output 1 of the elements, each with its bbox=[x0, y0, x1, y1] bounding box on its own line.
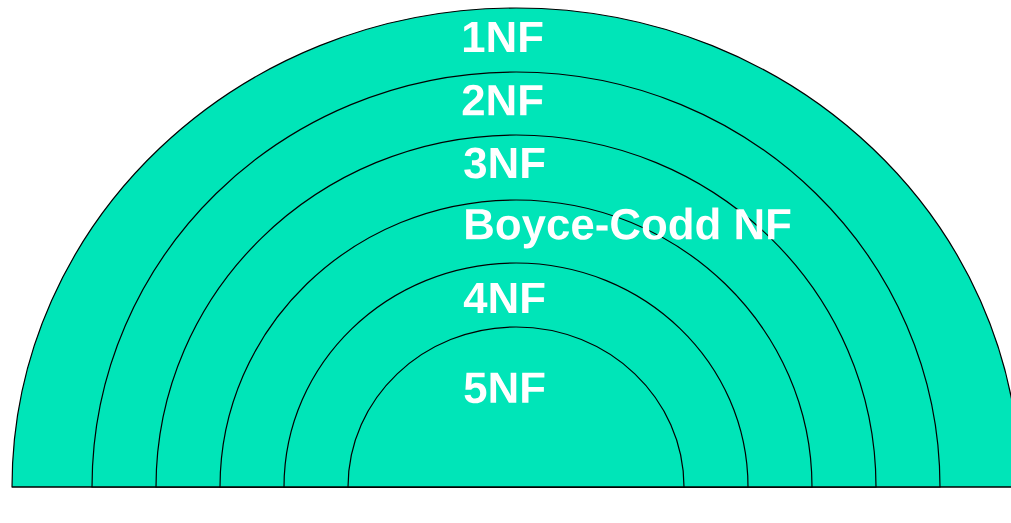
semicircle-band: 5NF bbox=[347, 326, 685, 488]
